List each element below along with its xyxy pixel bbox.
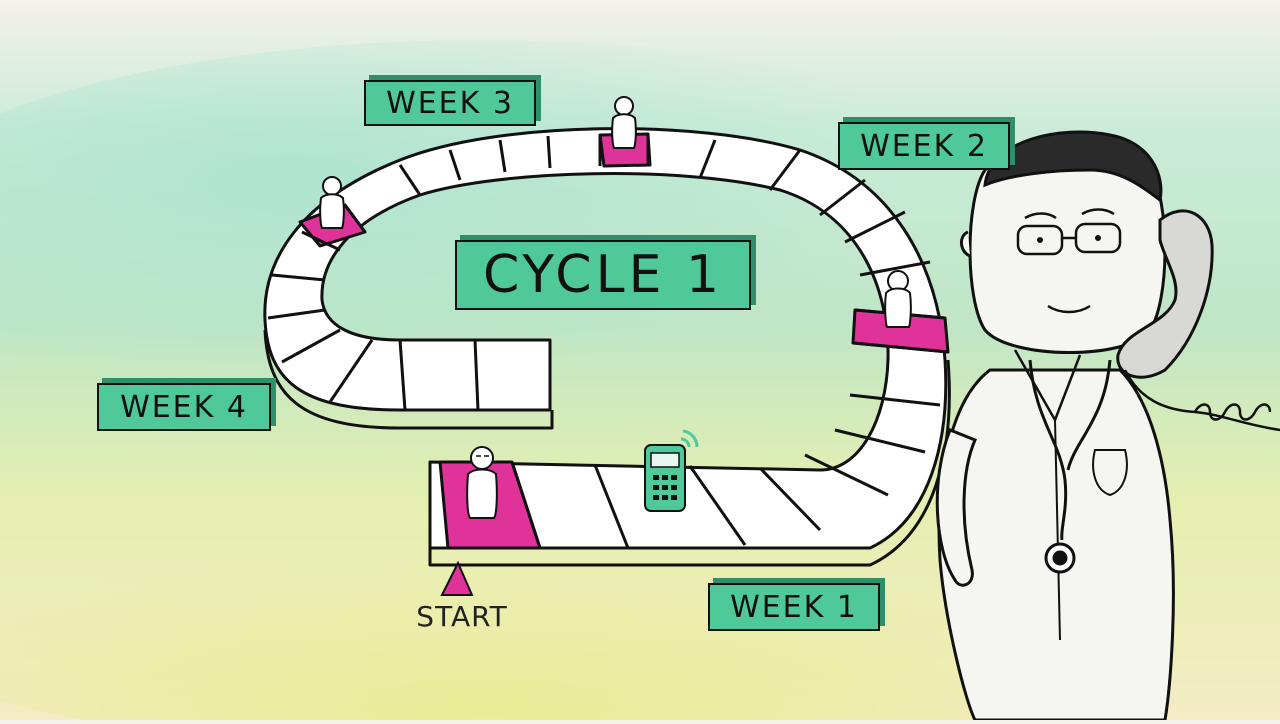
week4-label: WEEK 4: [97, 383, 271, 431]
cycle-title-label: CYCLE 1: [455, 240, 751, 310]
doctor-character: [935, 130, 1175, 722]
doctor-token-icon: [319, 176, 345, 229]
doctor-token-icon: [466, 446, 498, 519]
doctor-token-icon: [611, 96, 637, 149]
week3-label: WEEK 3: [364, 80, 536, 126]
week1-label: WEEK 1: [708, 583, 880, 631]
track-dividers: [267, 134, 949, 549]
mobile-phone-icon: [644, 429, 699, 512]
doctor-token-icon: [884, 270, 912, 328]
start-label: START: [416, 600, 508, 633]
telephone-handset-icon: [1116, 209, 1280, 432]
stethoscope-icon: [1028, 359, 1112, 574]
start-arrow-icon: [440, 560, 474, 596]
week2-label: WEEK 2: [838, 122, 1010, 170]
track-ribbon: [263, 127, 948, 550]
